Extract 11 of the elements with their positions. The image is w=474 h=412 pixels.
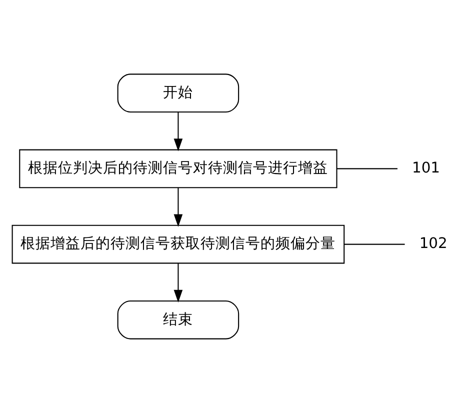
node-box: 根据位判决后的待测信号对待测信号进行增益 <box>19 148 338 188</box>
node-text: 102 <box>419 234 448 252</box>
node-box: 开始 <box>117 73 240 112</box>
connector <box>344 243 405 244</box>
arrow <box>174 187 183 226</box>
node-box: 根据增益后的待测信号获取待测信号的频偏分量 <box>12 224 345 264</box>
node-box: 结束 <box>117 300 240 339</box>
node-text: 101 <box>412 159 440 176</box>
arrow <box>174 112 183 151</box>
connector <box>336 168 398 169</box>
arrow <box>174 263 183 302</box>
